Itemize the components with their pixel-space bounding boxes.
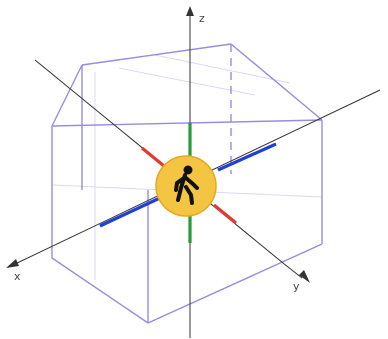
box-edge-right-top: [230, 43, 323, 121]
box-edge-bottom-right: [147, 243, 323, 324]
x-axis-label: x: [14, 270, 21, 283]
z-axis-label: z: [199, 12, 205, 25]
y-axis-label: y: [293, 280, 300, 293]
axes: [6, 6, 381, 338]
x-axis-extension: [282, 262, 303, 279]
y-axis-arrowhead: [299, 270, 310, 283]
box-edge-front-bottom: [51, 257, 149, 324]
box-edge-left-top: [51, 64, 83, 127]
pedestrian-icon: [174, 165, 199, 205]
axis-labels: z x y: [14, 12, 300, 293]
x-axis-segment-lower: [212, 203, 238, 225]
box-edge-back-top: [81, 43, 232, 66]
center-badge: [155, 155, 217, 217]
x-axis-segment-upper: [140, 146, 166, 168]
box-grid-line: [118, 67, 256, 96]
z-axis-arrowhead: [186, 6, 194, 16]
highlighted-axis-segments: [99, 123, 277, 243]
box-edge-front-top: [51, 119, 323, 127]
x-axis-arrowhead: [6, 259, 19, 268]
bounding-box-front: [51, 43, 323, 324]
box-grid-line: [154, 54, 291, 84]
y-axis-segment-upper: [217, 142, 277, 172]
y-axis-segment-lower: [99, 195, 163, 228]
